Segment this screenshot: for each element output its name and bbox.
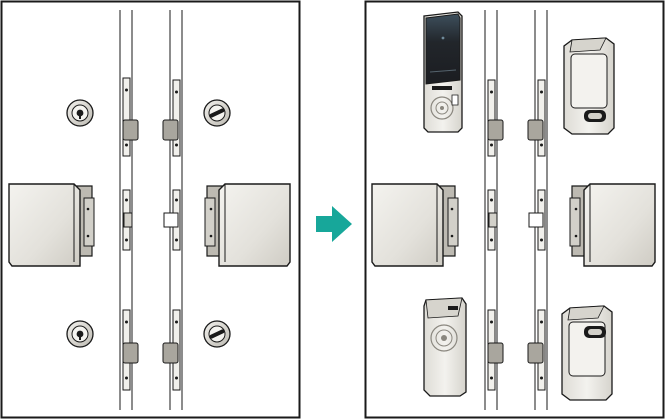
door-handle-right-after	[569, 183, 656, 267]
nfc-reader-icon	[430, 324, 458, 352]
panel-after	[364, 0, 665, 419]
thumbturn-icon	[209, 329, 225, 339]
cylinder-lock-right-top	[203, 99, 231, 127]
smart-lock-indoor-top	[563, 37, 615, 135]
screw-dots-before	[125, 88, 178, 380]
door-handle-left-before	[8, 183, 95, 267]
thumbturn-icon	[209, 108, 225, 118]
cylinder-lock-right-bottom	[203, 320, 231, 348]
door-handle-right-before	[204, 183, 291, 267]
smart-lock-outdoor-bottom	[423, 297, 467, 397]
cylinder-lock-left-bottom	[66, 320, 94, 348]
screw-dots-after	[490, 90, 543, 380]
smart-lock-indoor-bottom	[561, 305, 613, 401]
door-handle-left-after	[371, 183, 459, 267]
panel-before	[0, 0, 301, 419]
latch-bolts-after	[487, 119, 544, 364]
arrow-right-icon	[316, 206, 352, 242]
keypad-screen	[425, 13, 461, 85]
cylinder-lock-left-top	[66, 99, 94, 127]
smart-keypad-lock-top	[423, 11, 463, 133]
latch-bolts-before	[122, 119, 179, 364]
fingerprint-sensor-icon	[430, 96, 454, 120]
